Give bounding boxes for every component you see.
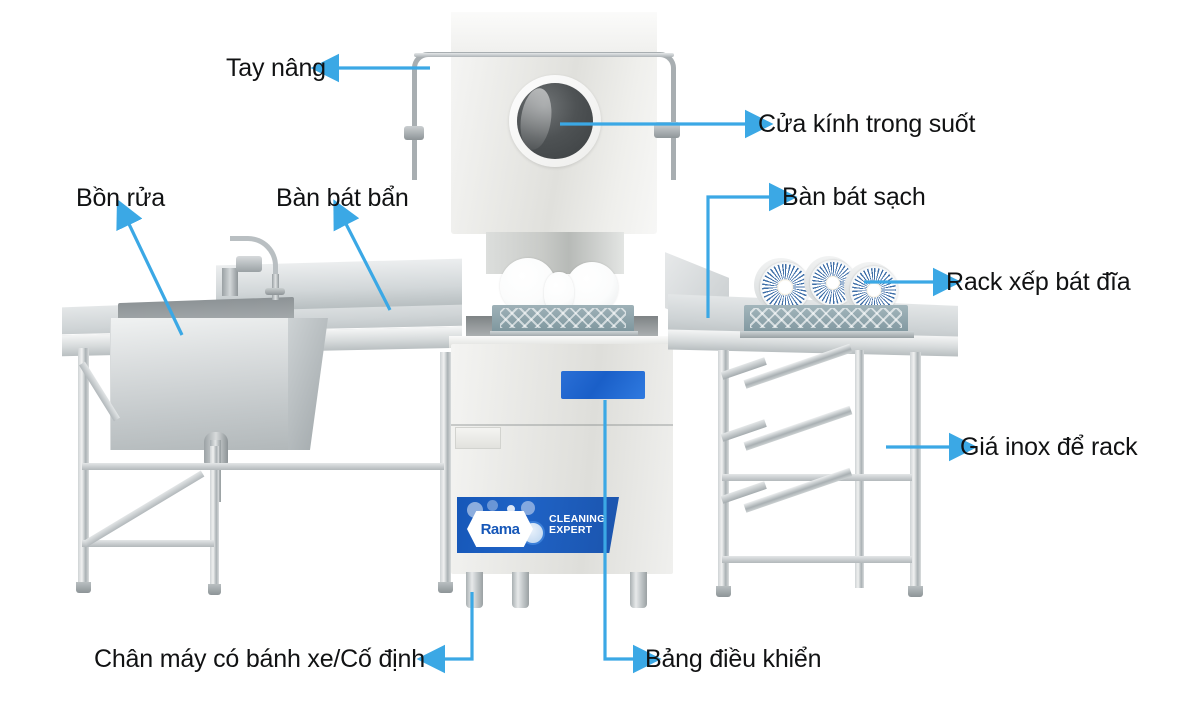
rack-base-rail — [740, 331, 914, 338]
table-brace — [82, 463, 444, 470]
bubble — [507, 505, 515, 513]
table-brace — [82, 540, 214, 547]
callout-label-clean-dish-table: Bàn bát sạch — [782, 183, 926, 211]
bubble — [521, 501, 535, 515]
faucet-spout — [272, 274, 279, 300]
callout-label-dish-rack: Rack xếp bát đĩa — [946, 268, 1131, 296]
machine-foot — [512, 572, 529, 608]
table-leg — [910, 352, 921, 588]
machine-foot — [630, 572, 647, 608]
callout-label-control-panel: Bảng điều khiển — [645, 645, 822, 673]
handle-mount-left — [404, 126, 424, 140]
callout-label-glass-door: Cửa kính trong suốt — [758, 110, 976, 138]
tagline-line-2: EXPERT — [549, 524, 593, 536]
specification-plate — [455, 427, 501, 449]
rack-mesh — [500, 308, 626, 328]
callout-label-lift-handle: Tay nâng — [226, 54, 326, 82]
table-foot — [208, 584, 221, 595]
faucet-base — [222, 268, 238, 296]
callout-label-machine-feet: Chân máy có bánh xe/Cố định — [94, 645, 425, 673]
rack-base-rail — [490, 331, 638, 337]
faucet-handle — [265, 288, 285, 295]
body-seam — [451, 424, 673, 426]
control-panel[interactable] — [561, 371, 645, 399]
faucet-neck — [230, 236, 278, 278]
brand-name: Rama — [480, 520, 520, 538]
table-foot — [908, 586, 923, 597]
rack-mesh — [750, 308, 902, 328]
table-brace — [722, 556, 912, 563]
tagline-line-1: CLEANING — [549, 513, 606, 525]
bubble — [487, 500, 498, 511]
callout-label-inox-rack-shelf: Giá inox để rack — [960, 433, 1138, 461]
table-brace — [722, 474, 912, 481]
brand-logo-hex: Rama — [467, 511, 533, 547]
faucet-body — [236, 256, 262, 272]
sink-basin — [110, 318, 290, 450]
patterned-plate — [850, 266, 898, 314]
table-leg — [440, 352, 451, 584]
table-diagonal-brace — [84, 470, 205, 547]
callout-label-sink: Bồn rửa — [76, 184, 165, 212]
machine-foot — [466, 572, 483, 608]
callout-label-dirty-dish-table: Bàn bát bẩn — [276, 184, 409, 212]
brand-sticker: Rama CLEANING EXPERT — [457, 497, 619, 553]
table-leg — [855, 350, 864, 588]
table-leg — [718, 350, 729, 588]
table-foot — [716, 586, 731, 597]
brand-tagline: CLEANING EXPERT — [549, 514, 615, 536]
table-foot — [438, 582, 453, 593]
lift-handle-highlight — [414, 53, 674, 57]
table-foot — [76, 582, 91, 593]
table-leg — [210, 446, 219, 586]
lift-handle-bar[interactable] — [412, 52, 676, 180]
hood-top-cap — [451, 12, 657, 52]
handle-mount-right — [654, 122, 680, 138]
